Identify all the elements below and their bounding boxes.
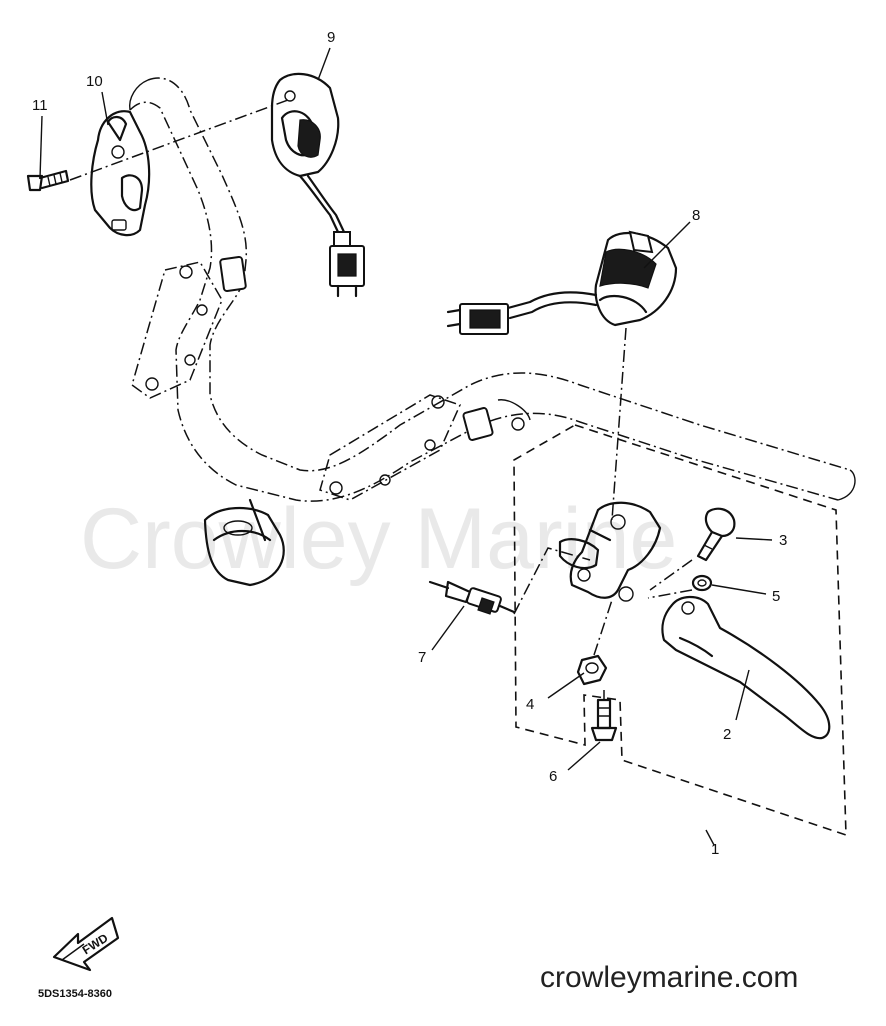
callout-6: 6: [549, 768, 557, 785]
leader-8: [611, 327, 627, 521]
callout-2: 2: [723, 726, 731, 743]
part-bolt-6: [590, 690, 618, 742]
callout-9: 9: [327, 29, 335, 46]
callout-4: 4: [526, 696, 534, 713]
part-lever-2: [661, 595, 831, 740]
diagram-code: 5DS1354-8360: [38, 988, 112, 1000]
part-switch-8: [446, 230, 678, 335]
part-nut-4: [576, 599, 613, 686]
leader-10-9: [69, 99, 289, 181]
callout-10: 10: [86, 73, 103, 90]
part-washer-5: [647, 574, 713, 599]
callout-1: 1: [711, 841, 719, 858]
callout-8: 8: [692, 207, 700, 224]
part-bolt-3: [649, 507, 736, 591]
part-switch-lower-10: [90, 110, 151, 237]
callout-11: 11: [32, 97, 48, 114]
part-screw-11: [26, 169, 70, 192]
callout-3: 3: [779, 532, 787, 549]
fwd-arrow-icon: FWD: [52, 916, 120, 972]
callout-leaders: [39, 47, 773, 846]
callout-7: 7: [418, 649, 426, 666]
assembly-box-1: [513, 424, 847, 837]
part-cable-switch-7: [428, 547, 591, 615]
website-text: crowleymarine.com: [540, 961, 798, 994]
callout-5: 5: [772, 588, 780, 605]
part-switch-upper-9: [270, 72, 365, 298]
part-lever-holder: [558, 501, 662, 602]
handlebar: [129, 77, 856, 587]
